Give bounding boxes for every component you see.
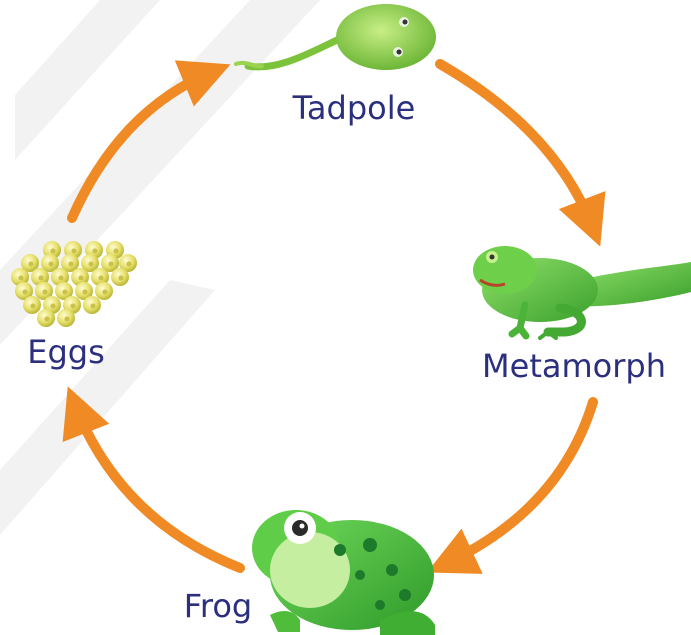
stage-label-eggs: Eggs xyxy=(27,333,105,371)
stage-label-tadpole: Tadpole xyxy=(292,89,416,127)
egg-nucleus xyxy=(93,249,98,254)
arrow-metamorph-to-frog xyxy=(445,402,593,564)
metamorph-illustration xyxy=(473,246,691,338)
arrow-tadpole-to-metamorph xyxy=(440,64,593,228)
egg-nucleus xyxy=(103,290,108,295)
egg-nucleus xyxy=(91,304,96,309)
stage-label-frog: Frog xyxy=(184,587,252,625)
egg-nucleus xyxy=(29,262,34,267)
frog-illustration xyxy=(252,510,435,635)
stage-label-metamorph: Metamorph xyxy=(482,347,666,385)
egg-nucleus xyxy=(109,262,114,267)
egg-nucleus xyxy=(127,262,132,267)
egg-nucleus xyxy=(119,276,124,281)
egg-nucleus xyxy=(51,249,56,254)
egg-nucleus xyxy=(114,249,119,254)
egg-nucleus xyxy=(43,290,48,295)
egg-nucleus xyxy=(89,262,94,267)
egg-nucleus xyxy=(45,317,50,322)
egg-nucleus xyxy=(79,276,84,281)
egg-nucleus xyxy=(49,262,54,267)
arrow-frog-to-eggs xyxy=(75,405,240,568)
egg-nucleus xyxy=(71,304,76,309)
egg-nucleus xyxy=(83,290,88,295)
egg-nucleus xyxy=(31,304,36,309)
egg-nucleus xyxy=(59,276,64,281)
egg-nucleus xyxy=(72,249,77,254)
egg-nucleus xyxy=(23,290,28,295)
egg-nucleus xyxy=(51,304,56,309)
egg-nucleus xyxy=(63,290,68,295)
egg-nucleus xyxy=(19,276,24,281)
egg-nucleus xyxy=(69,262,74,267)
egg-nucleus xyxy=(39,276,44,281)
egg-nucleus xyxy=(99,276,104,281)
egg-nucleus xyxy=(65,317,70,322)
